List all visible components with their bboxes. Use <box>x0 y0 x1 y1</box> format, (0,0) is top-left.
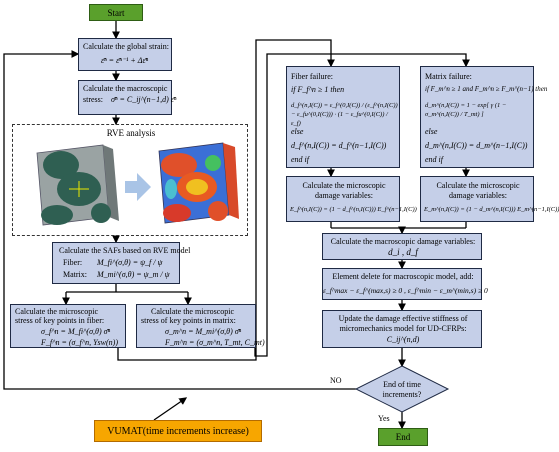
fiber-stress-line2: stress of key points in fiber: <box>15 316 105 325</box>
saf-title: Calculate the SAFs based on RVE model <box>59 246 191 255</box>
matrix-failure-equation: d_m^(n,I(C)) = 1 − exp[ γ (1 − σ_m^(n,I(… <box>425 102 507 118</box>
fiber-failure-endif: end if <box>291 155 309 164</box>
element-delete-formula: ε_f^max − ε_f^(max,s) ≥ 0 , ε_f^min − ε_… <box>323 286 488 295</box>
decision-yes-label: Yes <box>378 414 390 423</box>
update-line2: micromechanics model for UD-CFRPs: <box>339 324 467 333</box>
fiber-stress-f2: F_f^n = (σ_f^n, Ysw(n)) <box>41 338 118 347</box>
saf-matrix-formula: M_mi^(σ,θ) = ψ_m / ψ <box>97 270 170 279</box>
matrix-failure-title: Matrix failure: <box>425 72 472 81</box>
matrix-damage-box: Calculate the microscopic damage variabl… <box>420 176 559 222</box>
rve-analysis-frame: RVE analysis <box>12 124 248 236</box>
macroscopic-stress-box: Calculate the macroscopic stress: σ̄ⁿ = … <box>78 80 176 115</box>
update-formula: C_ij^(n,d) <box>386 335 420 344</box>
macro-damage-formula: d_i , d_f <box>388 247 418 257</box>
fiber-damage-formula: E_f^(n,I(C)) = (1 − d_f^(n,I(C))) E_f^(n… <box>290 206 417 213</box>
start-node: Start <box>89 4 143 21</box>
rve-illustration <box>36 142 239 226</box>
matrix-stress-f1: σ_m^n = M_mi^(σ,θ) σ̄ⁿ <box>165 327 242 336</box>
fiber-damage-line1: Calculate the microscopic <box>302 181 386 190</box>
macro-damage-box: Calculate the macroscopic damage variabl… <box>322 233 482 260</box>
matrix-damage-line2: damage variables: <box>449 191 507 200</box>
fiber-failure-equation: d_f^(n,I(C)) = ε_f^(0,I(C)) / (ε_f^(n,I(… <box>291 102 398 127</box>
macro-stress-line1: Calculate the macroscopic <box>83 84 168 93</box>
end-label: End <box>395 432 411 442</box>
macro-damage-line1: Calculate the macroscopic damage variabl… <box>330 237 476 246</box>
saf-box: Calculate the SAFs based on RVE model Fi… <box>52 242 190 284</box>
saf-fiber-formula: M_fi^(σ,θ) = ψ_f / ψ <box>97 258 163 267</box>
macro-stress-line2: stress: <box>83 95 103 104</box>
decision-line2: increments? <box>382 390 422 399</box>
connectors <box>3 20 470 430</box>
fiber-failure-title: Fiber failure: <box>291 72 333 81</box>
matrix-failure-if: if F_m^n ≥ 1 and F_m^n ≥ F_m^(n−1) then <box>425 85 548 93</box>
matrix-stress-line2: stress of key points in matrix: <box>141 316 236 325</box>
update-stiffness-box: Update the damage effective stiffness of… <box>322 310 482 348</box>
saf-fiber-label: Fiber: <box>63 258 83 267</box>
matrix-failure-else: else <box>425 127 438 136</box>
element-delete-box: Element delete for macroscopic model, ad… <box>322 268 488 300</box>
matrix-stress-line1: Calculate the microscopic <box>151 307 235 316</box>
vumat-box: VUMAT(time increments increase) <box>94 420 262 442</box>
matrix-failure-box: Matrix failure: if F_m^n ≥ 1 and F_m^n ≥… <box>420 66 547 168</box>
global-strain-box: Calculate the global strain: ε̄ⁿ = ε̄ⁿ⁻¹… <box>78 38 172 71</box>
decision-no-label: NO <box>330 376 342 385</box>
end-node: End <box>378 428 428 446</box>
update-line1: Update the damage effective stiffness of <box>338 314 468 323</box>
fiber-stress-line1: Calculate the microscopic <box>15 307 99 316</box>
fiber-damage-line2: damage variables: <box>315 191 373 200</box>
fiber-stress-box: Calculate the microscopic stress of key … <box>10 304 126 348</box>
fiber-failure-if: if F_f^n ≥ 1 then <box>291 85 345 94</box>
matrix-failure-endif: end if <box>425 155 443 164</box>
macro-stress-formula: σ̄ⁿ = C_ij^(n−1,d) ε̄ⁿ <box>111 95 177 104</box>
fiber-failure-else-eq: d_f^(n,I(C)) = d_f^(n−1,I(C)) <box>291 141 387 150</box>
matrix-damage-line1: Calculate the microscopic <box>436 181 520 190</box>
matrix-damage-formula: E_m^(n,I(C)) = (1 − d_m^(n,I(C))) E_m^(n… <box>424 206 559 213</box>
vumat-label: VUMAT(time increments increase) <box>107 425 249 437</box>
matrix-stress-box: Calculate the microscopic stress of key … <box>136 304 265 348</box>
fiber-stress-f1: σ_f^n = M_fi^(σ,θ) σ̄ⁿ <box>41 327 111 336</box>
saf-matrix-label: Matrix: <box>63 270 87 279</box>
global-strain-title: Calculate the global strain: <box>83 42 169 51</box>
decision-line1: End of time <box>383 380 421 389</box>
element-delete-line1: Element delete for macroscopic model, ad… <box>332 272 474 281</box>
fiber-failure-else: else <box>291 127 304 136</box>
fiber-failure-box: Fiber failure: if F_f^n ≥ 1 then d_f^(n,… <box>286 66 400 168</box>
matrix-stress-f2: F_m^n = (σ_m^n, T_mt, C_mt) <box>165 338 265 347</box>
global-strain-formula: ε̄ⁿ = ε̄ⁿ⁻¹ + Δε̄ⁿ <box>101 56 149 65</box>
fiber-damage-box: Calculate the microscopic damage variabl… <box>286 176 417 222</box>
rve-title: RVE analysis <box>106 128 156 138</box>
start-label: Start <box>107 7 125 18</box>
matrix-failure-else-eq: d_m^(n,I(C)) = d_m^(n−1,I(C)) <box>425 141 528 150</box>
